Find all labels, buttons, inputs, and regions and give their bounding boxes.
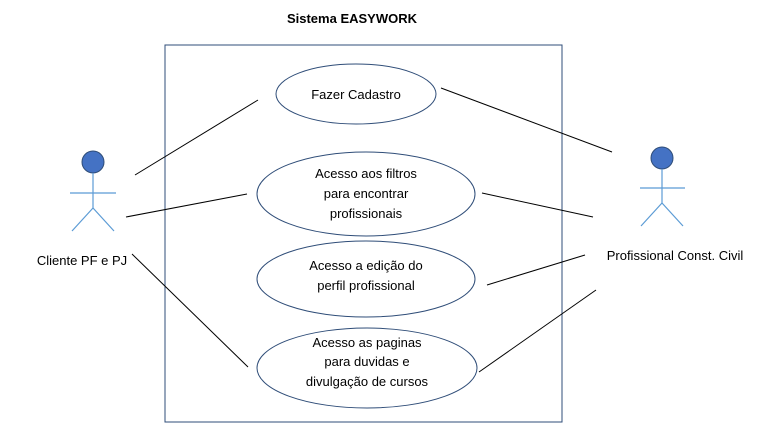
use-case-label: Fazer Cadastro [311,87,401,102]
actor-professional: Profissional Const. Civil [607,146,744,263]
actor-head [650,146,674,170]
use-case-label: para duvidas e [324,354,409,369]
association-professional-edicao [486,254,586,286]
actor-label: Profissional Const. Civil [607,248,744,263]
association-professional-cadastro [440,87,613,153]
actor-head [81,150,105,174]
diagram-title: Sistema EASYWORK [287,11,418,26]
use-case-label: divulgação de cursos [306,374,429,389]
association-professional-filtros [481,192,594,218]
use-case-edicao: Acesso a edição do perfil profissional [256,240,476,318]
association-client-paginas [131,253,249,368]
use-case-ellipse [256,151,476,237]
use-case-paginas: Acesso as paginas para duvidas e divulga… [256,327,478,409]
use-case-label: para encontrar [324,186,409,201]
use-case-label: profissionais [330,206,403,221]
use-case-label: Acesso a edição do [309,258,422,273]
system-boundary [164,44,563,423]
association-professional-paginas [478,289,597,373]
use-case-ellipse [256,240,476,318]
association-client-filtros [125,193,248,218]
actor-body [640,169,685,227]
use-case-ellipse [275,63,437,125]
associations [125,87,613,373]
use-case-label: Acesso as paginas [312,335,422,350]
use-case-filtros: Acesso aos filtros para encontrar profis… [256,151,476,237]
actor-body [70,173,116,232]
use-case-label: perfil profissional [317,278,415,293]
actor-client: Cliente PF e PJ [37,150,127,268]
actor-label: Cliente PF e PJ [37,253,127,268]
use-case-ellipse [256,327,478,409]
association-client-cadastro [134,99,259,176]
use-case-cadastro: Fazer Cadastro [275,63,437,125]
use-case-label: Acesso aos filtros [315,166,417,181]
